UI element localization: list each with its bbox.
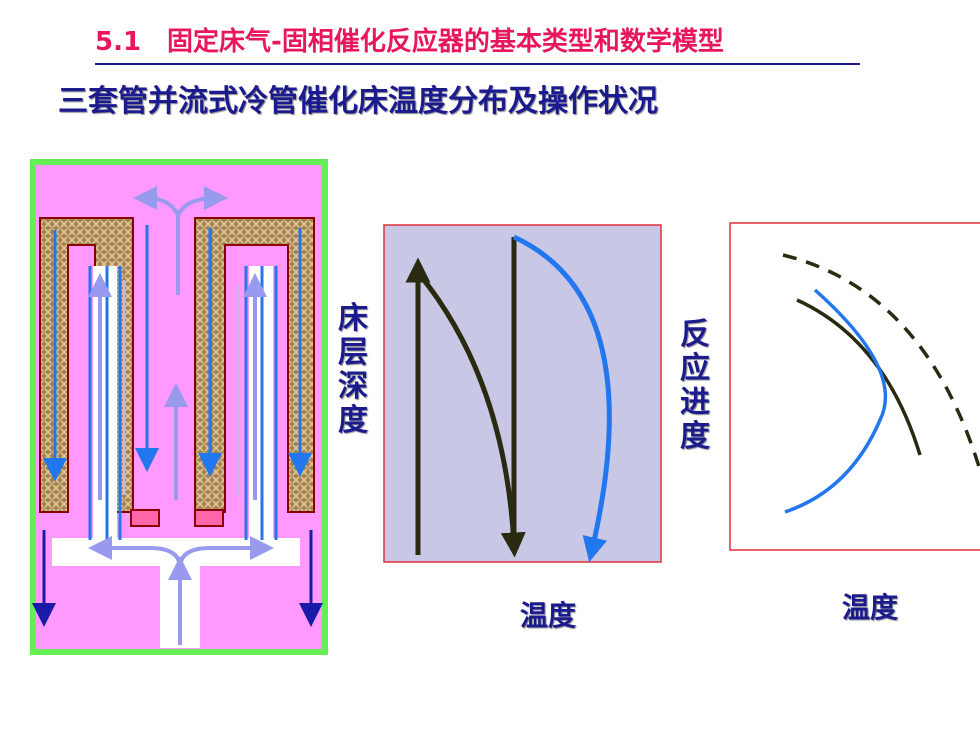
- bottom-plug-left: [130, 509, 160, 527]
- cold-tubes: [88, 266, 278, 540]
- page-title: 三套管并流式冷管催化床温度分布及操作状况: [58, 84, 658, 119]
- chart1-cooled-curve: [418, 273, 526, 558]
- downflow-arrows: [43, 225, 312, 482]
- inner-flow-lines: [123, 280, 239, 495]
- title-underline: [95, 63, 860, 65]
- chart2-operating-curve: [784, 288, 888, 514]
- bottom-plug-right: [194, 509, 224, 527]
- chart-conversion-temperature: [729, 222, 980, 551]
- upflow-arrows: [88, 186, 274, 645]
- chart2-equilibrium-curve: [782, 253, 980, 471]
- chart1-frame: [383, 224, 662, 563]
- chart1-y-label: 床层深度: [338, 301, 368, 438]
- chart2-frame: [729, 222, 980, 551]
- chart-bed-depth-temperature: [383, 224, 662, 563]
- chart1-bed-temperature-curve: [512, 234, 612, 563]
- chart2-x-label: 温度: [842, 591, 899, 624]
- gas-inlet-channel: [52, 538, 300, 648]
- chart2-y-label: 反应进度: [680, 317, 710, 454]
- chart2-optimal-curve: [796, 298, 922, 456]
- chart1-x-label: 温度: [520, 599, 577, 632]
- section-title: 5.1 固定床气-固相催化反应器的基本类型和数学模型: [95, 27, 724, 57]
- outlet-arrows: [32, 530, 323, 627]
- reactor-schematic: [30, 159, 328, 655]
